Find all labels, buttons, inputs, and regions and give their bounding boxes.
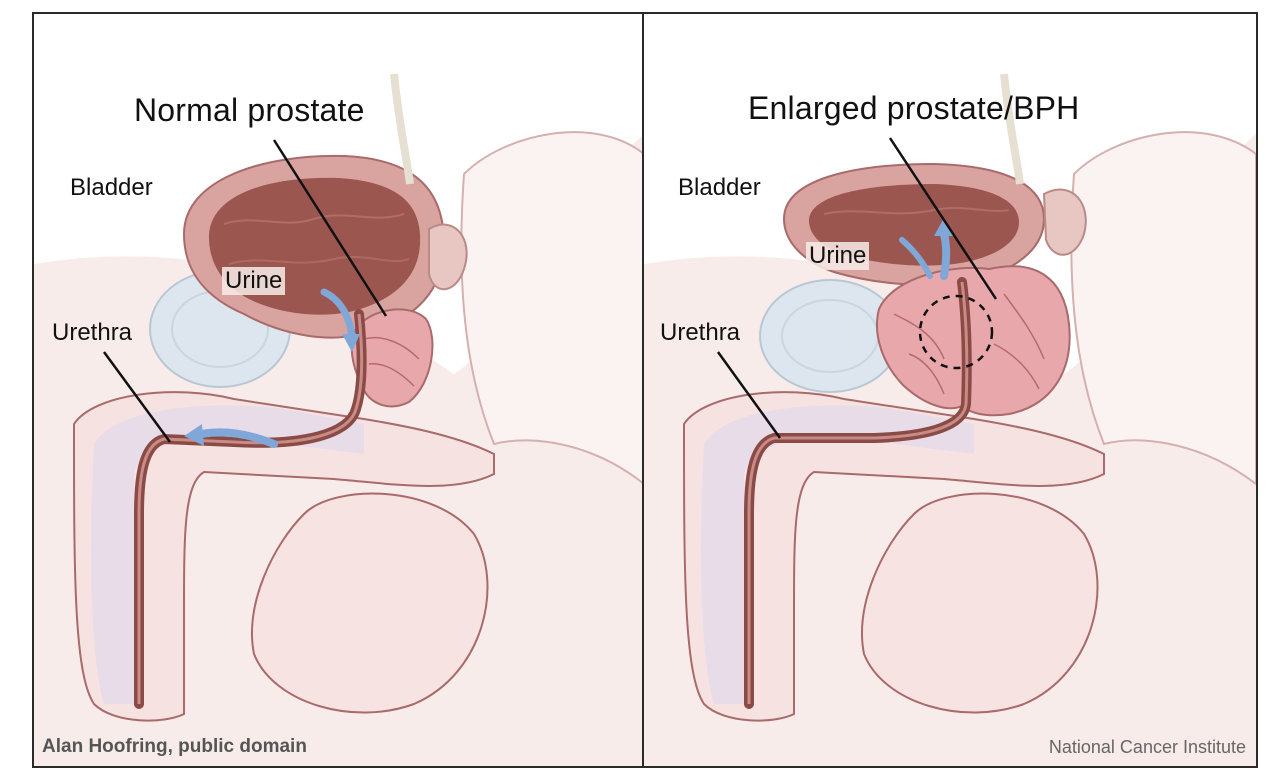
illustration-frame: Normal prostate Bladder Urine Urethra Al…	[32, 12, 1258, 768]
urine-flow-arrow-up	[940, 230, 951, 280]
obstruction-marker	[918, 294, 994, 370]
urethra-label: Urethra	[52, 319, 133, 346]
title-leader-line	[888, 137, 998, 300]
prostate-enlarged	[875, 265, 1071, 417]
enlarged-prostate-illustration	[644, 73, 1256, 766]
buttock-shape	[460, 131, 642, 484]
bladder-label: Bladder	[678, 174, 761, 201]
credit-institute: National Cancer Institute	[1048, 737, 1246, 757]
enlarged-prostate-title: Enlarged prostate/BPH	[748, 90, 1080, 126]
scrotum-shape	[251, 492, 489, 714]
bladder-label: Bladder	[70, 174, 153, 201]
corpus-spongiosum	[701, 405, 974, 704]
seminal-vesicle	[1042, 188, 1087, 256]
buttock-shape	[1070, 131, 1256, 486]
enlarged-prostate-panel: Enlarged prostate/BPH Bladder Urine Uret…	[644, 14, 1256, 766]
urine-label: Urine	[806, 242, 870, 270]
urethra-leader-line	[716, 351, 782, 439]
penis-outline	[682, 391, 1105, 722]
urine-flow-arrow-bladder	[320, 288, 356, 340]
normal-prostate-panel: Normal prostate Bladder Urine Urethra Al…	[34, 14, 644, 766]
title-leader-line	[272, 139, 388, 317]
penis-outline	[72, 391, 495, 722]
urine-flow-arrow-urethra	[198, 428, 278, 448]
credit-author: Alan Hoofring, public domain	[42, 736, 307, 757]
urethra-label: Urethra	[660, 319, 741, 346]
scrotum-shape	[861, 492, 1099, 714]
seminal-vesicle	[428, 223, 468, 291]
normal-prostate-illustration	[34, 73, 642, 766]
urine-flow-arrow-down	[899, 237, 933, 279]
urethra-leader-line	[102, 351, 172, 443]
urine-label: Urine	[222, 267, 286, 295]
normal-prostate-title: Normal prostate	[134, 92, 365, 128]
